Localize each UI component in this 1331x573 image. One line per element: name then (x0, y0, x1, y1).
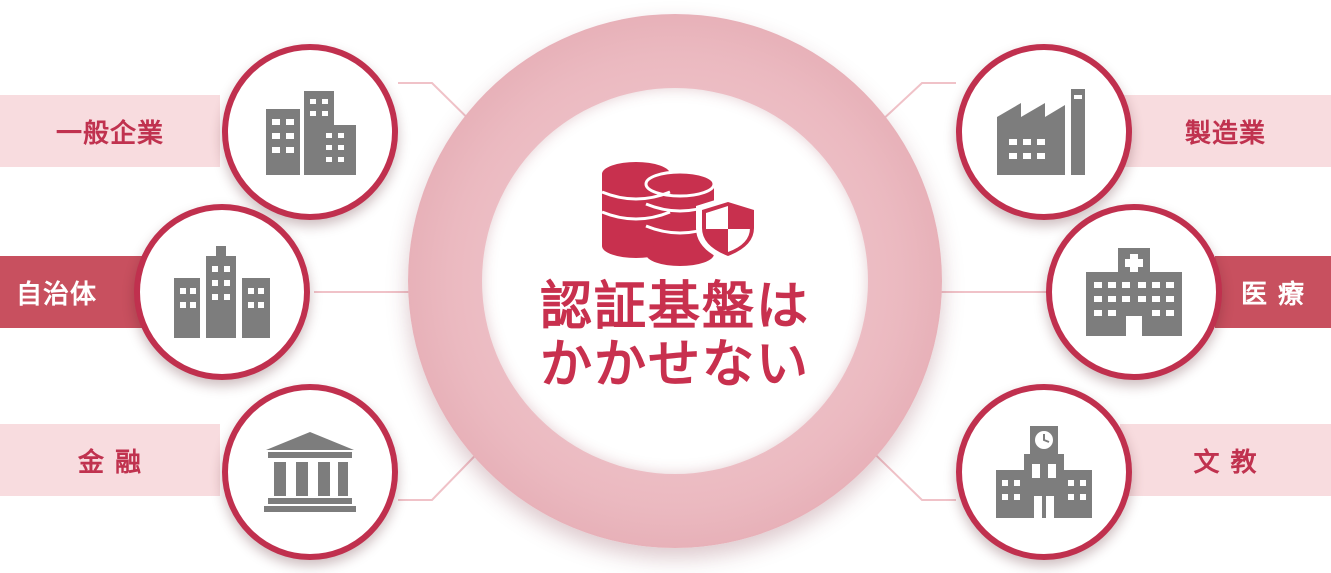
label-band-finance: 金 融 (0, 424, 220, 496)
center-title-line2: かかせない (539, 335, 810, 395)
center-title-line1: 認証基盤は (539, 277, 810, 337)
label-local-government: 自治体 (16, 279, 98, 310)
label-medical: 医 療 (1240, 279, 1306, 310)
city-buildings-icon (174, 246, 270, 338)
bank-icon (264, 432, 356, 512)
hospital-icon (1086, 248, 1182, 336)
node-education (956, 384, 1132, 560)
label-manufacturing: 製造業 (1184, 118, 1266, 149)
label-band-education: 文 教 (1120, 424, 1331, 496)
database-shield-icon (601, 162, 760, 266)
node-local-government (134, 204, 310, 380)
school-icon (996, 426, 1092, 518)
factory-icon (997, 89, 1085, 175)
office-building-icon (266, 91, 356, 175)
node-manufacturing (956, 44, 1132, 220)
label-band-local-government: 自治体 (0, 256, 150, 328)
node-finance (222, 384, 398, 560)
label-band-general-business: 一般企業 (0, 95, 220, 167)
node-medical (1046, 204, 1222, 380)
label-education: 文 教 (1193, 447, 1258, 478)
label-band-manufacturing: 製造業 (1120, 95, 1331, 167)
label-finance: 金 融 (77, 447, 143, 478)
center-circle (482, 88, 868, 474)
label-band-medical: 医 療 (1215, 256, 1331, 328)
node-general-business (222, 44, 398, 220)
label-general-business: 一般企業 (55, 118, 164, 149)
center-title: 認証基盤は かかせない (482, 278, 868, 394)
